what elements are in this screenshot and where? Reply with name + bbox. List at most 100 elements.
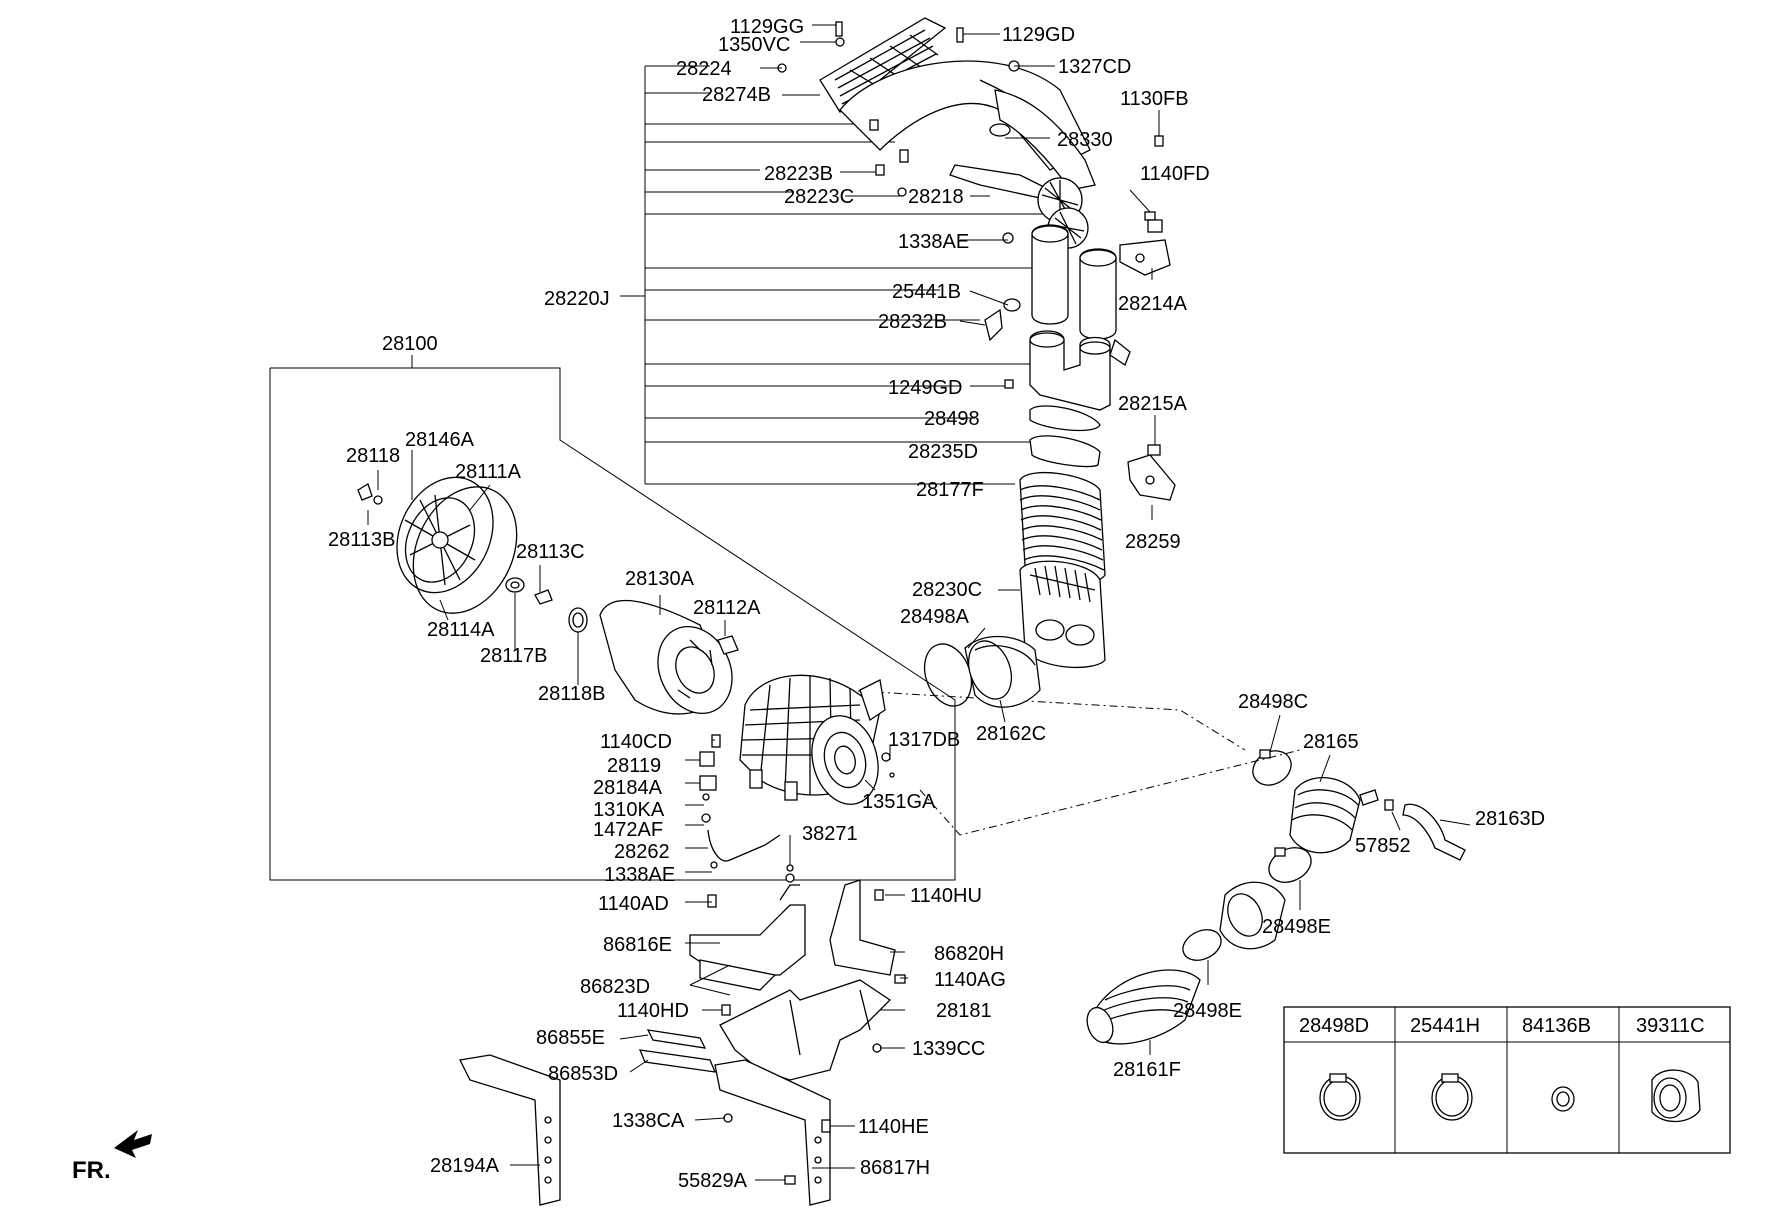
callout-label: 28184A [593,777,663,799]
callout-label: 28215A [1118,393,1188,415]
callout-label: 28498A [900,606,970,628]
adapter-28235d [1029,435,1101,468]
callout-label: 1317DB [888,729,960,751]
hose-mid [1219,881,1286,950]
callout-label: 28111A [455,461,522,483]
callout-label: 28223C [784,186,854,208]
callout-label: 28113C [516,541,585,563]
air-cleaner-body [739,674,886,805]
front-arrow-icon [114,1130,152,1158]
clamp-25441b [1003,298,1021,312]
callout-label: 1472AF [593,819,663,841]
bracket-86823d [699,959,777,991]
intake-snorkel-upper-28330 [839,60,1096,191]
callout-label: 1129GD [1002,24,1075,46]
callout-label: 1310KA [593,799,665,821]
callout-label: 28220J [544,288,610,310]
callout-label: 28232B [878,311,947,333]
legend-label: 84136B [1522,1015,1591,1037]
clip-parts [1147,444,1161,456]
legend-table: 28498D 25441H 84136B 39311C [1283,1006,1731,1154]
front-label: FR. [72,1157,111,1184]
bracket-28194a [459,1054,561,1206]
bracket-28259 [1127,454,1176,501]
hose-28163d [1402,803,1466,861]
bracket-86820h [829,879,896,976]
callout-label: 57852 [1355,835,1411,857]
callout-label: 28112A [693,597,761,619]
callout-label: 28498E [1262,916,1331,938]
y-duct-28215a [1029,330,1131,411]
legend-clamp-28498d [1319,1073,1361,1121]
duct-tubes-upper [1031,224,1117,340]
callout-label: 38271 [802,823,858,845]
callout-label: 28118B [538,683,605,705]
callout-label: 25441B [892,281,961,303]
callout-label: 28330 [1057,129,1113,151]
callout-label: 1338AE [604,864,675,886]
hose-28162c [964,635,1041,708]
seal-ring-28111a [412,486,518,614]
lower-fasteners [707,889,906,1185]
group-bracket-28220j [620,65,1062,485]
callout-label: 86816E [603,934,672,956]
callout-label: 28259 [1125,531,1181,553]
front-direction-marker: FR. [72,1130,152,1184]
callout-label: 1140AG [934,969,1006,991]
bolt-28113c [534,589,553,605]
clamp-28498e-a [1268,847,1312,883]
bracket-86817h [714,1059,831,1206]
elbow-28232b [984,308,1003,342]
callout-label: 86855E [536,1027,605,1049]
callout-label: 28214A [1118,293,1188,315]
callout-label: 1327CD [1058,56,1131,78]
hardware-upper [777,21,1164,389]
callout-label: 28117B [480,645,547,667]
callout-label: 28230C [912,579,982,601]
legend-label: 39311C [1636,1015,1705,1037]
callout-label: 1140HD [617,1000,689,1022]
legend-coupler-39311c [1651,1069,1701,1123]
callout-label: 28165 [1303,731,1359,753]
callout-label: 28119 [607,755,661,777]
legend-label: 25441H [1410,1015,1480,1037]
ring-28118b [568,607,588,633]
plate-86855e [646,1029,707,1049]
filter-element-28130a [599,599,733,715]
callout-label: 28498C [1238,691,1308,713]
callout-label: 1249GD [888,377,963,399]
callout-label: 28177F [916,479,984,501]
callout-label: 28498E [1173,1000,1242,1022]
callout-label: 1140FD [1140,163,1210,185]
bellows-28177f [1019,472,1106,583]
fitting-57852 [1384,799,1394,811]
callout-label: 1140HE [858,1116,929,1138]
connector-28230c [1019,560,1106,669]
bellows-28161f [1086,969,1201,1045]
washer-28117b [505,577,525,593]
bracket-28214a [1119,239,1171,276]
legend-clamp-25441h [1431,1073,1473,1121]
nut-28112a [717,635,739,655]
callout-label: 1350VC [718,34,790,56]
clamp-28498c [1252,749,1292,786]
legend-label: 28498D [1299,1015,1369,1037]
callout-label: 28130A [625,568,695,590]
callout-label: 28146A [405,429,475,451]
callout-label: 1129GG [730,16,804,38]
plate-86853d [638,1049,717,1073]
callout-labels: 1129GG 1350VC 1129GD 1327CD 28224 28274B… [328,16,1545,1192]
callout-label: 1338CA [612,1110,685,1132]
callout-label: 1351GA [862,791,936,813]
callout-label: 28163D [1475,808,1545,830]
legend-washer-84136b [1551,1086,1575,1112]
cover-28146a [396,476,494,594]
callout-label: 86823D [580,976,650,998]
leader-lines [367,24,1471,1181]
clamp-28498e-b [1182,929,1222,961]
hose-route-dashed-lines [839,689,1301,836]
callout-label: 1130FB [1120,88,1189,110]
callout-label: 1339CC [912,1038,985,1060]
callout-label: 28224 [676,58,732,80]
